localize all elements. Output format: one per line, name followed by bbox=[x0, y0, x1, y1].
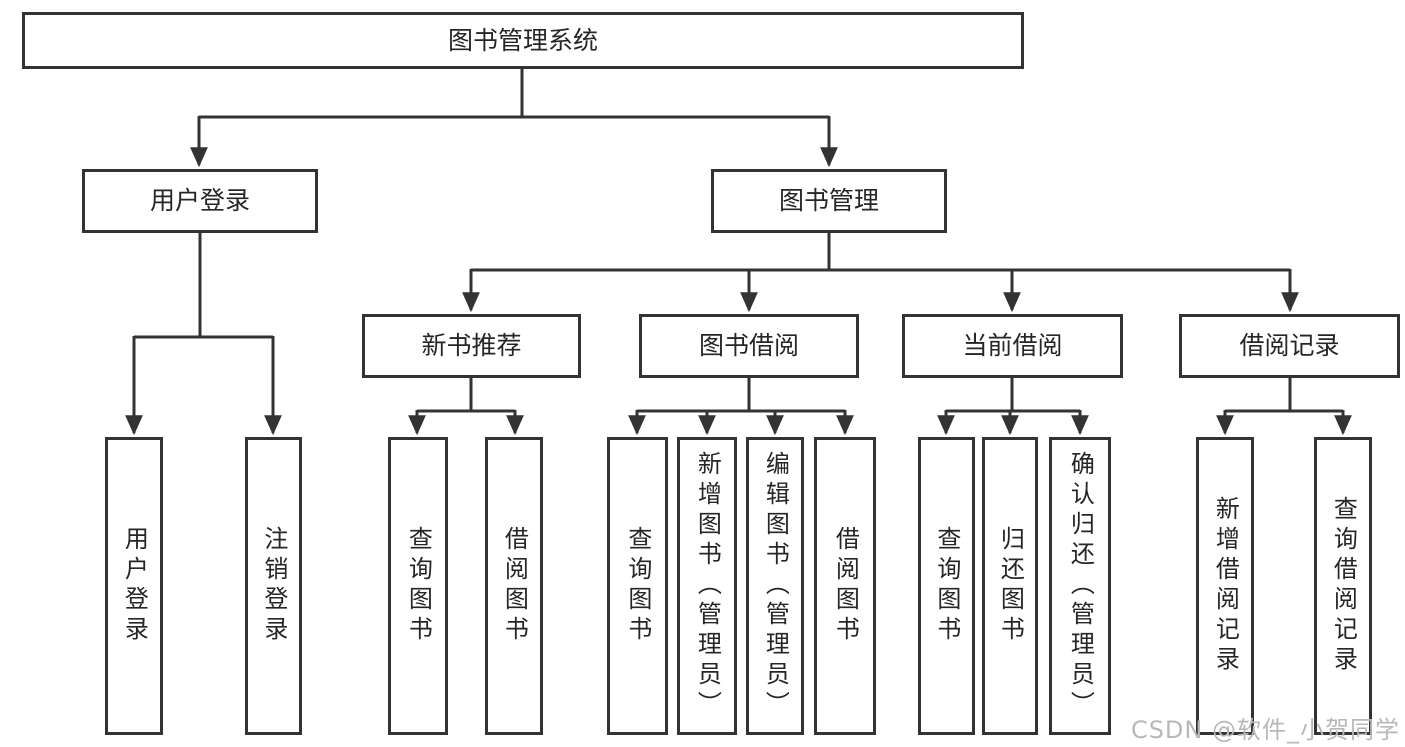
node-book-management: 图书管理 bbox=[711, 169, 947, 233]
connector-book-borrow-trunk bbox=[637, 376, 845, 413]
leaf-query-books-3: 查询图书 bbox=[918, 437, 975, 735]
leaf-add-book-admin: 新增图书（管理员） bbox=[677, 437, 737, 735]
leaf-edit-book-admin: 编辑图书（管理员） bbox=[746, 437, 804, 735]
node-root: 图书管理系统 bbox=[22, 12, 1024, 69]
connector-book-management-trunk bbox=[471, 231, 1290, 272]
connector-root-trunk bbox=[199, 68, 829, 119]
node-user-login: 用户登录 bbox=[82, 169, 318, 233]
leaf-borrow-books-2: 借阅图书 bbox=[814, 437, 876, 735]
leaf-logout: 注销登录 bbox=[245, 437, 302, 735]
leaf-query-borrow-record: 查询借阅记录 bbox=[1314, 437, 1372, 735]
node-borrow-records: 借阅记录 bbox=[1179, 314, 1400, 378]
node-new-book-recommend: 新书推荐 bbox=[362, 314, 581, 378]
leaf-query-books-1: 查询图书 bbox=[388, 437, 448, 735]
leaf-add-borrow-record: 新增借阅记录 bbox=[1196, 437, 1254, 735]
leaf-return-book: 归还图书 bbox=[982, 437, 1038, 735]
node-current-borrow: 当前借阅 bbox=[902, 314, 1123, 378]
csdn-watermark: CSDN @软件_小贺同学 bbox=[1130, 716, 1400, 744]
leaf-user-login: 用户登录 bbox=[105, 437, 163, 735]
leaf-confirm-return-admin: 确认归还（管理员） bbox=[1049, 437, 1111, 735]
leaf-query-books-2: 查询图书 bbox=[607, 437, 668, 735]
connector-user-login-trunk bbox=[134, 231, 273, 339]
leaf-borrow-books-1: 借阅图书 bbox=[485, 437, 543, 735]
node-book-borrow: 图书借阅 bbox=[639, 314, 859, 378]
connector-borrow-records-trunk bbox=[1225, 376, 1343, 413]
connector-current-borrow-trunk bbox=[946, 376, 1080, 413]
connector-new-book-recommend-trunk bbox=[417, 376, 515, 413]
